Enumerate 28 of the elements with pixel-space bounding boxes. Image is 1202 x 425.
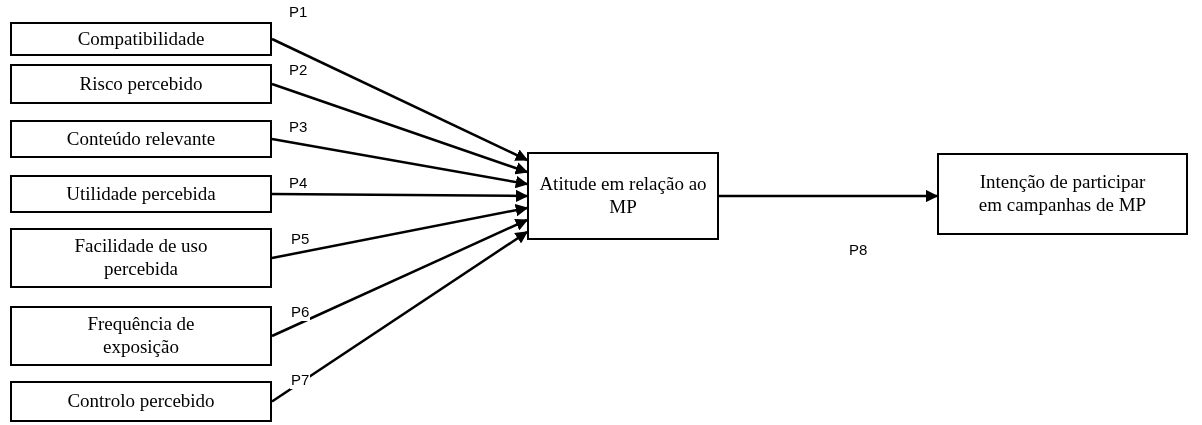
process-box <box>10 381 272 422</box>
arrow <box>271 230 529 403</box>
node-label: Facilidade de uso percebida <box>73 235 209 281</box>
edge-label: P7 <box>290 372 311 389</box>
node-label: Conteúdo relevante <box>66 127 216 151</box>
arrow <box>271 218 529 338</box>
node-label: Intenção de participar em campanhas de MP <box>977 171 1148 217</box>
process-box <box>10 120 272 158</box>
node-label: Utilidade percebida <box>66 182 216 206</box>
node-label: Controlo percebido <box>67 390 215 413</box>
arrow <box>271 204 529 260</box>
node-label: Atitude em relação ao MP <box>538 173 708 219</box>
arrow <box>272 189 529 203</box>
process-box <box>10 175 272 213</box>
node-label: Compatibilidade <box>77 27 205 51</box>
arrow <box>271 82 529 175</box>
process-box <box>10 306 272 366</box>
process-box <box>10 22 272 56</box>
arrow <box>271 137 529 189</box>
arrow <box>271 37 529 162</box>
process-box <box>10 64 272 104</box>
node-label: Risco percebido <box>79 72 203 96</box>
node-label: Frequência de exposição <box>86 313 196 359</box>
arrow <box>719 189 939 203</box>
process-box <box>937 153 1188 235</box>
process-box <box>10 228 272 288</box>
edge-label: P6 <box>290 304 311 321</box>
process-box <box>527 152 719 240</box>
